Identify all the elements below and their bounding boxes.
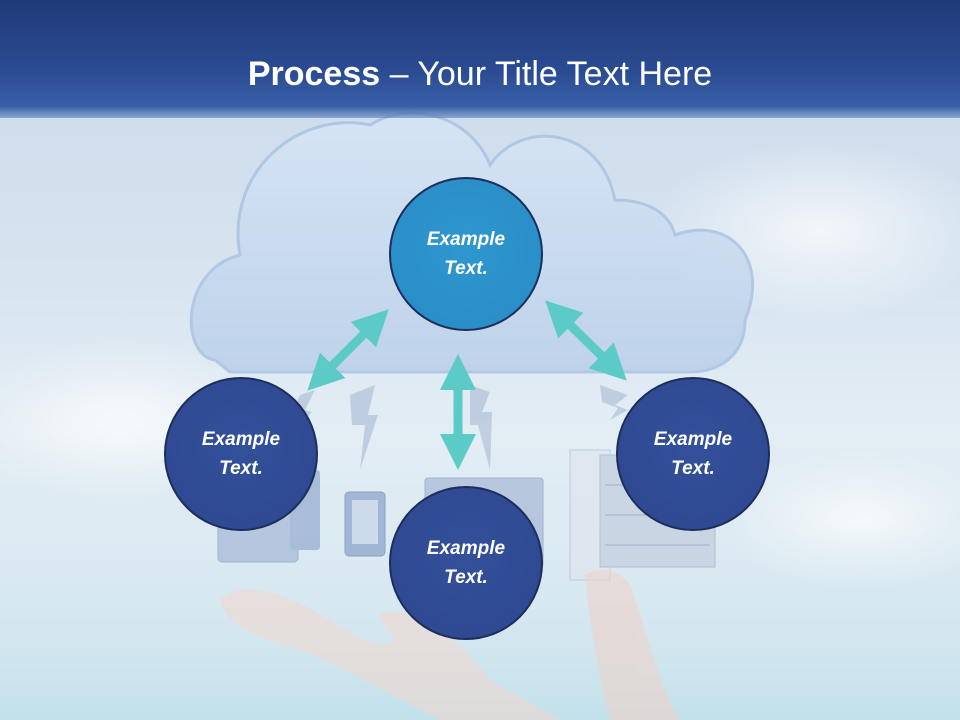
arrow-top-left (307, 309, 389, 391)
title-bold: Process (247, 55, 381, 93)
page-title: Process – Your Title Text Here (0, 52, 960, 96)
title-rest: – Your Title Text Here (380, 55, 713, 93)
arrow-top-right (545, 300, 627, 381)
node-top: Example Text. (389, 177, 543, 331)
node-right-text: Example Text. (653, 429, 733, 479)
node-bottom: Example Text. (389, 486, 543, 640)
node-bottom-text: Example Text. (426, 538, 506, 588)
title-bar (0, 0, 960, 118)
node-left: Example Text. (164, 377, 318, 531)
hand-illustration (220, 569, 680, 720)
node-top-text: Example Text. (426, 229, 506, 279)
node-left-text: Example Text. (201, 429, 281, 479)
node-right: Example Text. (616, 377, 770, 531)
